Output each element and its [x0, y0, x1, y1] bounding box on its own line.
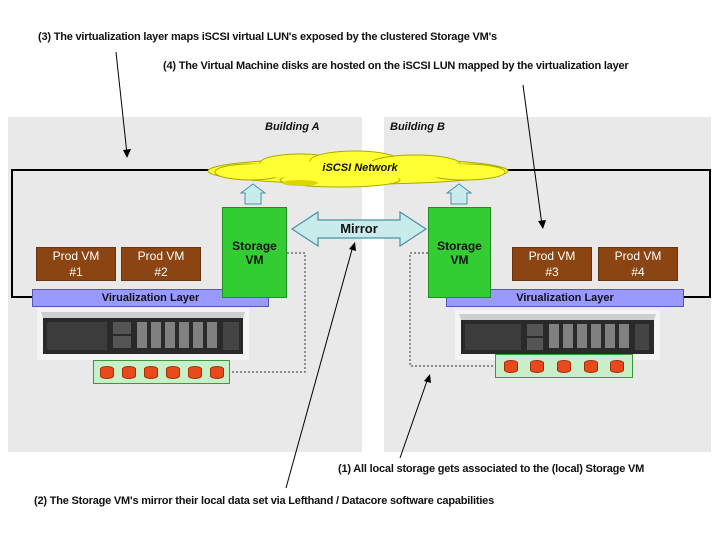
disk-icon	[144, 366, 158, 379]
disk-tray-a	[93, 360, 230, 384]
disk-icon	[122, 366, 136, 379]
prod-vm-1-line2: #1	[69, 265, 83, 279]
storage-vm-a: Storage VM	[222, 207, 287, 298]
disk-icon	[610, 360, 624, 373]
disk-icon	[557, 360, 571, 373]
prod-vm-4: Prod VM #4	[598, 247, 678, 281]
iscsi-network-label: iSCSI Network	[322, 162, 398, 174]
building-a-label: Building A	[265, 121, 320, 133]
prod-vm-2: Prod VM #2	[121, 247, 201, 281]
note-2: (2) The Storage VM's mirror their local …	[34, 495, 495, 507]
disk-icon	[504, 360, 518, 373]
prod-vm-4-line2: #4	[631, 265, 645, 279]
prod-vm-2-line2: #2	[154, 265, 168, 279]
disk-icon	[100, 366, 114, 379]
prod-vm-3-line1: Prod VM	[528, 249, 576, 263]
disk-icon	[584, 360, 598, 373]
prod-vm-2-line1: Prod VM	[137, 249, 185, 263]
storage-vm-b-line1: Storage	[437, 238, 482, 253]
prod-vm-1-line1: Prod VM	[52, 249, 100, 263]
prod-vm-3: Prod VM #3	[512, 247, 592, 281]
prod-vm-4-line1: Prod VM	[614, 249, 662, 263]
server-b-image	[455, 310, 660, 360]
disk-icon	[188, 366, 202, 379]
disk-tray-b	[495, 354, 633, 378]
prod-vm-3-line2: #3	[545, 265, 559, 279]
mirror-label: Mirror	[340, 221, 378, 236]
virtualization-layer-a: Virualization Layer	[32, 289, 269, 307]
storage-vm-a-line2: VM	[245, 252, 264, 267]
mirror-arrow	[290, 210, 428, 248]
virtualization-layer-b: Virualization Layer	[446, 289, 684, 307]
server-a-image	[37, 308, 249, 360]
note-1: (1) All local storage gets associated to…	[338, 463, 645, 475]
disk-icon	[166, 366, 180, 379]
up-arrow-a	[239, 183, 267, 205]
storage-vm-b: Storage VM	[428, 207, 491, 298]
iscsi-cloud	[207, 150, 509, 188]
disk-icon	[530, 360, 544, 373]
note-3: (3) The virtualization layer maps iSCSI …	[38, 31, 497, 43]
storage-vm-a-line1: Storage	[232, 238, 277, 253]
note-4: (4) The Virtual Machine disks are hosted…	[163, 60, 629, 72]
storage-vm-b-line2: VM	[450, 252, 469, 267]
prod-vm-1: Prod VM #1	[36, 247, 116, 281]
up-arrow-b	[445, 183, 473, 205]
disk-icon	[210, 366, 224, 379]
building-b-label: Building B	[390, 121, 445, 133]
